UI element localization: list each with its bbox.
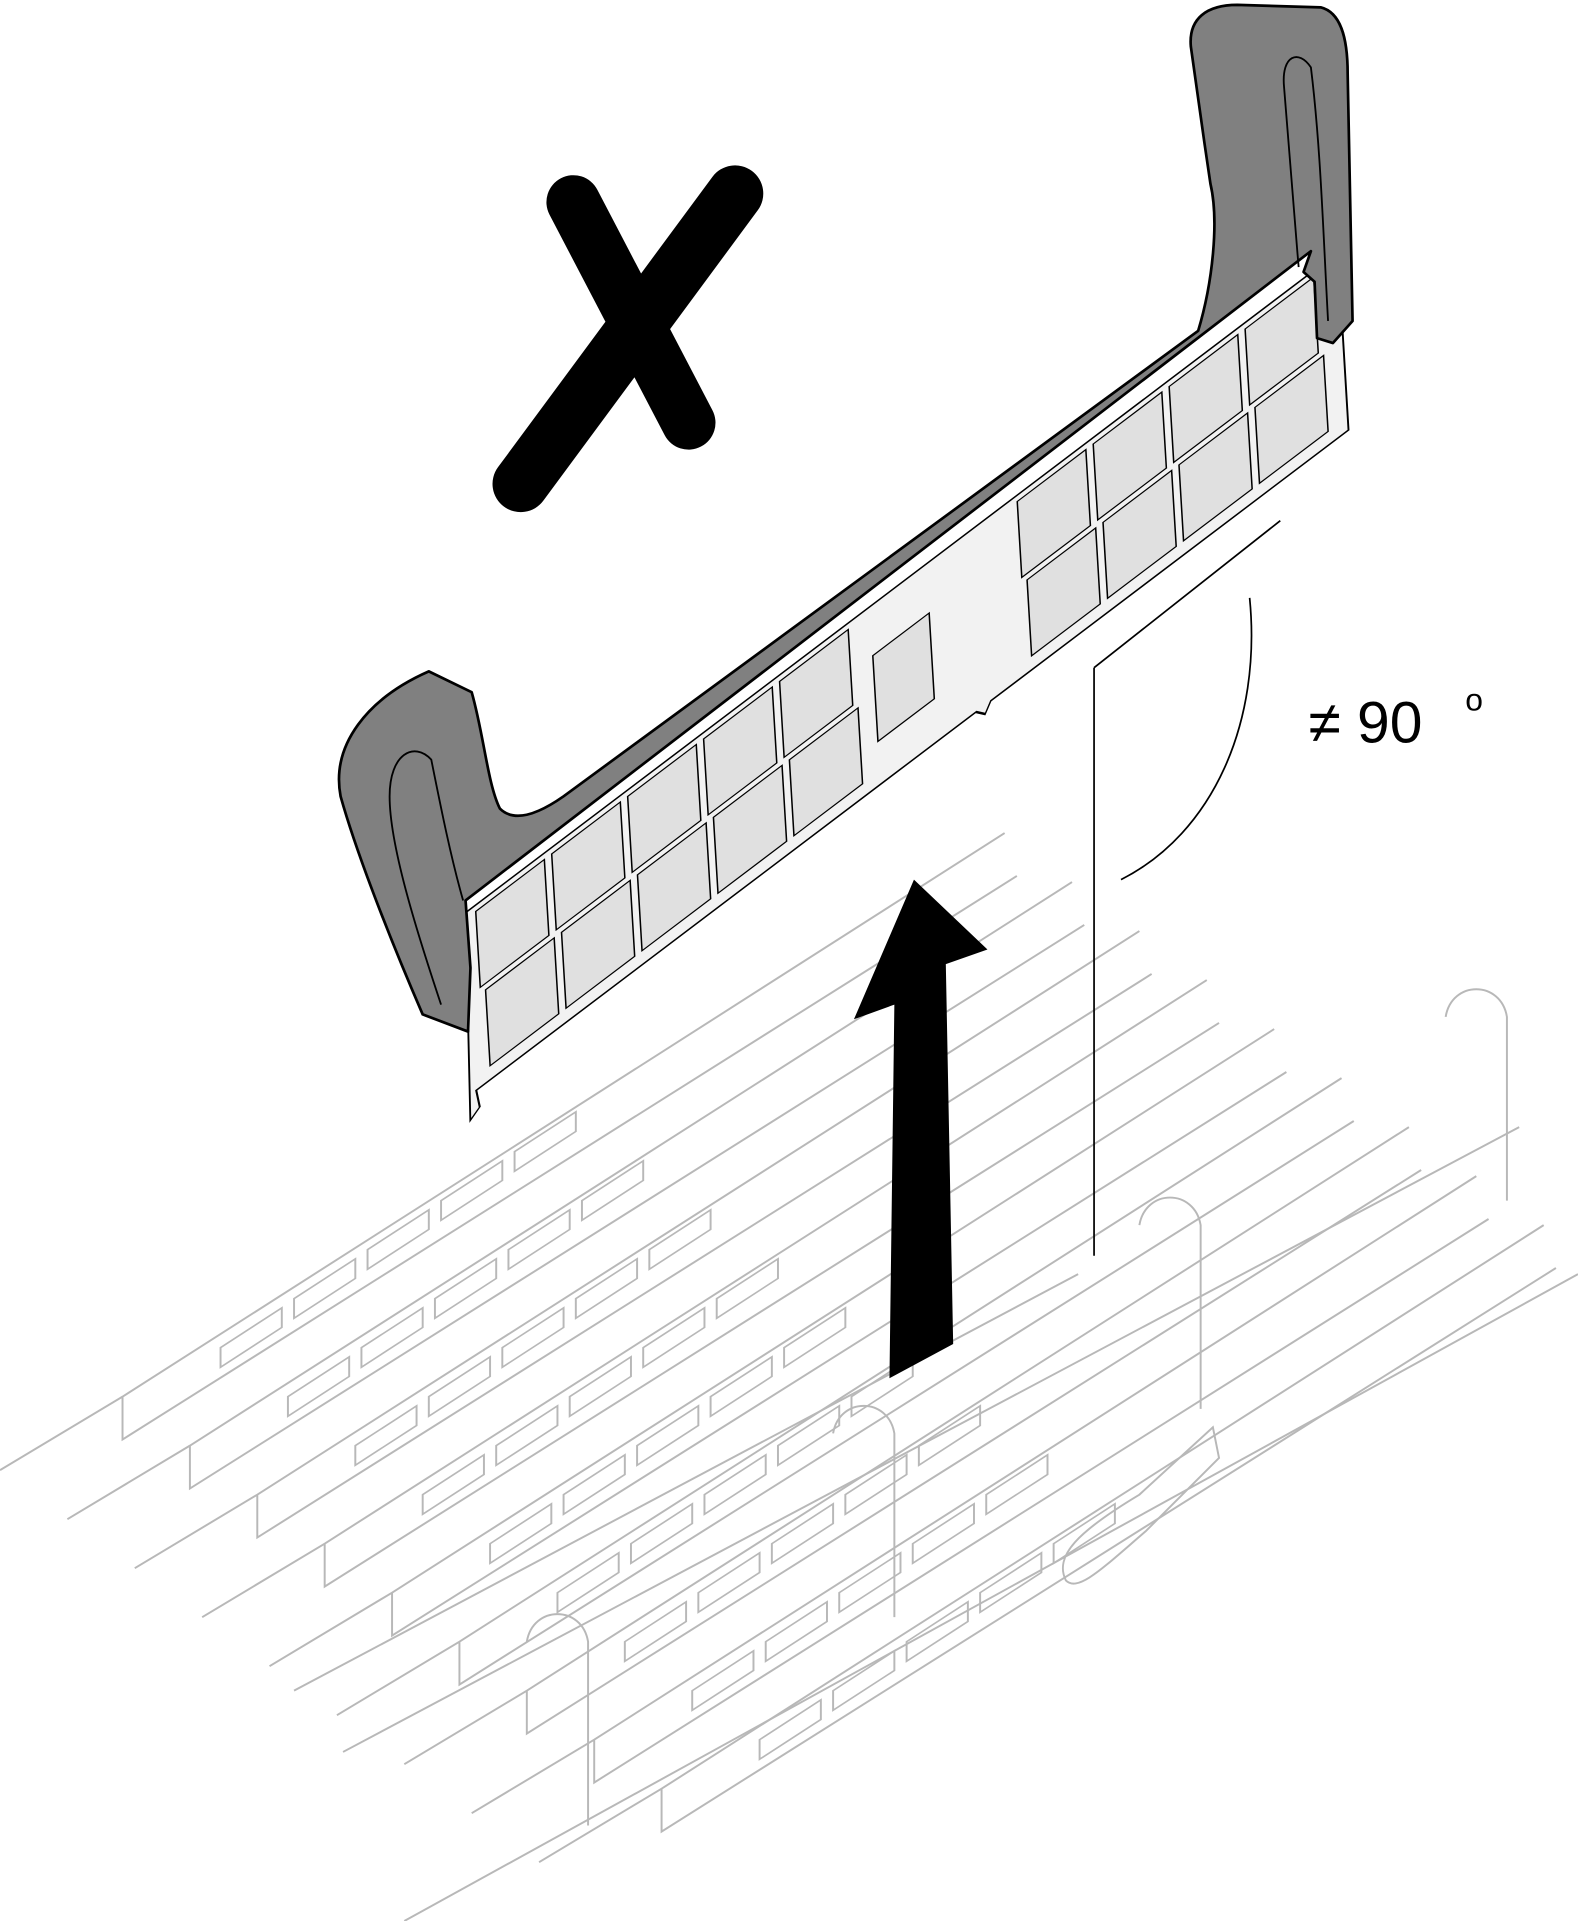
slot-latch: [360, 1306, 424, 1369]
slot-latch: [850, 1355, 914, 1418]
dimm-slot: [134, 930, 1153, 1570]
slot-latch: [703, 1453, 767, 1516]
dimm-slot: [269, 1028, 1287, 1668]
dimm-slot: [336, 1077, 1355, 1717]
dimm-slots: [0, 832, 1578, 1921]
board-component: [1444, 988, 1508, 1201]
slot-latch: [568, 1355, 632, 1418]
memory-chip: [702, 685, 778, 817]
slot-latch: [1052, 1502, 1116, 1565]
slot-latch: [715, 1257, 779, 1320]
slot-latch: [911, 1502, 975, 1565]
slot-latch: [636, 1404, 700, 1467]
slot-latch: [783, 1306, 847, 1369]
motherboard-outline: [293, 1126, 1578, 1921]
memory-chip: [550, 800, 626, 932]
memory-chip: [560, 879, 636, 1010]
slot-latch: [917, 1404, 982, 1467]
memory-chip: [712, 764, 788, 895]
slot-latch: [354, 1404, 418, 1467]
memory-chip: [1178, 411, 1253, 543]
slot-latch: [489, 1502, 553, 1565]
dimm-slot: [538, 1224, 1557, 1864]
slot-latch: [642, 1306, 706, 1369]
slot-latch: [985, 1453, 1049, 1516]
dimm-slot: [471, 1175, 1490, 1815]
memory-chip: [484, 936, 560, 1068]
slot-latch: [562, 1453, 626, 1516]
slot-latch: [691, 1649, 755, 1712]
x-mark-icon: [492, 165, 764, 513]
slot-latch: [838, 1551, 902, 1614]
slot-latch: [427, 1355, 492, 1418]
angle-indicator: [1093, 520, 1281, 1256]
memory-chip: [1026, 526, 1102, 658]
dimm-slot: [0, 832, 1018, 1471]
board-component: [832, 1404, 896, 1618]
slot-latch: [501, 1306, 565, 1369]
slot-latch: [844, 1453, 908, 1516]
memory-chip: [1092, 390, 1168, 522]
memory-chip: [1254, 354, 1329, 485]
slot-latch: [697, 1551, 761, 1614]
slot-latch: [758, 1698, 822, 1761]
board-component: [1138, 1196, 1202, 1409]
slot-latch: [293, 1257, 357, 1320]
angle-label: ≠ 90: [1308, 690, 1422, 755]
slot-latch: [507, 1208, 571, 1271]
arrow-up-icon: [853, 879, 988, 1379]
slot-latch: [440, 1159, 504, 1222]
slot-latch: [433, 1257, 498, 1320]
slot-latch: [709, 1355, 773, 1418]
handle-inner-groove-right: [1282, 56, 1329, 322]
memory-chip: [1168, 333, 1244, 464]
tilted-reference-line: [1093, 520, 1281, 669]
slot-latch: [495, 1404, 559, 1467]
memory-chip: [636, 821, 712, 953]
slot-latch: [979, 1551, 1043, 1614]
memory-module: [464, 250, 1350, 1123]
memory-chip: [1016, 448, 1092, 579]
memory-chip: [474, 858, 550, 989]
memory-chip: [788, 706, 864, 838]
slot-latch: [556, 1551, 620, 1614]
slot-latch: [905, 1600, 969, 1663]
dimm-slot: [201, 979, 1220, 1619]
slot-latch: [421, 1453, 485, 1516]
dimm-handle-tool: [337, 3, 1354, 1033]
slot-latch: [648, 1208, 712, 1271]
memory-chip: [1102, 469, 1177, 600]
slot-latch: [286, 1355, 351, 1418]
handle-inner-groove-left: [388, 750, 464, 1005]
dimm-slot: [66, 881, 1085, 1520]
slot-latch: [574, 1257, 639, 1320]
memory-chip: [626, 743, 702, 874]
slot-latch: [366, 1208, 430, 1271]
dimm-slot: [403, 1126, 1422, 1766]
memory-chip: [778, 628, 854, 759]
slot-latch: [770, 1502, 835, 1565]
slot-latch: [832, 1649, 896, 1712]
slot-latch: [219, 1306, 283, 1369]
slot-latch: [513, 1110, 577, 1173]
register-chip: [872, 611, 936, 743]
slot-latch: [776, 1404, 841, 1467]
slot-latch: [629, 1502, 694, 1565]
angle-arc: [1120, 597, 1253, 881]
slot-latch: [623, 1600, 688, 1663]
slot-latch: [580, 1159, 645, 1222]
degree-mark: o: [1465, 682, 1483, 718]
board-component: [525, 1613, 590, 1826]
slot-latch: [764, 1600, 828, 1663]
